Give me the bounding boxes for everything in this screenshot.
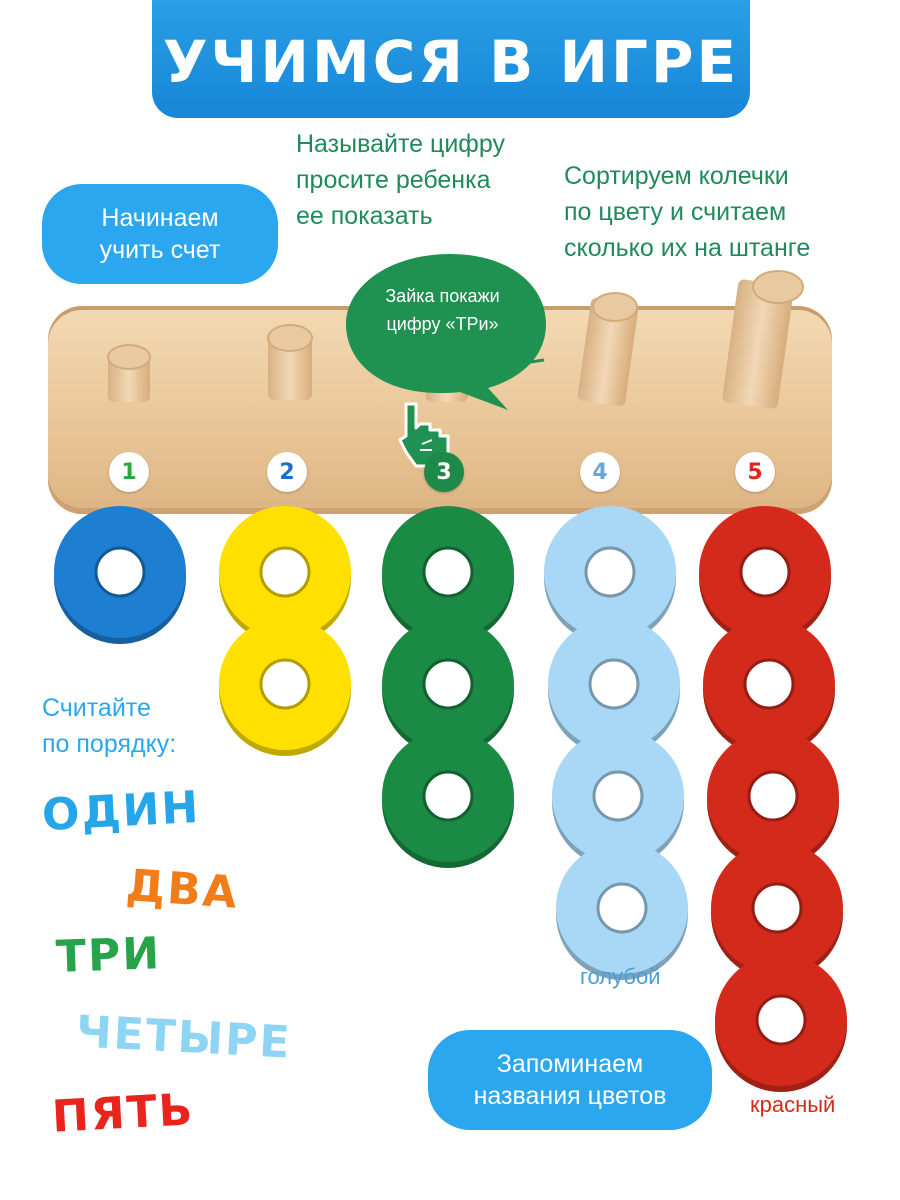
ring-col3-2: [382, 618, 514, 756]
ring-col2-2: [219, 618, 351, 756]
bubble-line2: цифру «ТРи»: [386, 314, 499, 334]
number-badge-2-label: 2: [279, 459, 295, 485]
digit-note-line3: ее показать: [296, 202, 433, 230]
number-badge-4-label: 4: [592, 459, 608, 485]
number-badge-4: 4: [580, 452, 620, 492]
number-badge-5: 5: [735, 452, 775, 492]
count-word-five: ПЯТЬ: [50, 1084, 196, 1143]
color-label-blue: голубой: [580, 964, 661, 989]
digit-note-line1: Называйте цифру: [296, 130, 505, 158]
colors-pill-line2: названия цветов: [473, 1082, 667, 1110]
ring-col1-1: [54, 506, 186, 644]
number-badge-1: 1: [109, 452, 149, 492]
ring-col2-1: [219, 506, 351, 644]
colors-pill-line1: Запоминаем: [496, 1050, 644, 1078]
count-word-one: ОДИН: [40, 781, 202, 842]
ring-col4-1: [544, 506, 676, 644]
sort-note-line2: по цвету и считаем: [564, 198, 787, 226]
remember-colors-pill: Запоминаем названия цветов: [428, 1030, 712, 1130]
number-badge-3-label: 3: [436, 459, 452, 485]
ring-col5-3: [707, 730, 839, 868]
sort-instruction: Сортируем колечки по цвету и считаем ско…: [564, 158, 810, 266]
title-banner: УЧИМСЯ В ИГРЕ: [152, 0, 750, 118]
number-badge-3: 3: [424, 452, 464, 492]
number-badge-5-label: 5: [747, 459, 763, 485]
count-intro-line2: по порядку:: [42, 730, 177, 758]
start-counting-pill: Начинаем учить счет: [42, 184, 278, 284]
ring-col5-5: [715, 954, 847, 1092]
speech-bubble: Зайка покажи цифру «ТРи»: [340, 252, 560, 412]
digit-instruction: Называйте цифру просите ребенка ее показ…: [296, 126, 505, 234]
start-pill-line2: учить счет: [99, 236, 221, 264]
digit-note-line2: просите ребенка: [296, 166, 491, 194]
speech-bubble-shape: [346, 254, 546, 410]
pointing-hand-icon: [398, 402, 450, 468]
ring-col4-4: [556, 842, 688, 980]
ring-col3-1: [382, 506, 514, 644]
bubble-line1: Зайка покажи: [385, 286, 500, 306]
count-word-two: ДВА: [124, 860, 241, 919]
number-badge-2: 2: [267, 452, 307, 492]
color-label-red: красный: [750, 1092, 836, 1117]
count-intro-line1: Считайте: [42, 694, 151, 722]
number-badge-1-label: 1: [121, 459, 137, 485]
count-word-three: ТРИ: [55, 928, 162, 983]
ring-col3-3: [382, 730, 514, 868]
page-title: УЧИМСЯ В ИГРЕ: [162, 28, 740, 96]
sort-note-line1: Сортируем колечки: [564, 162, 789, 190]
sort-note-line3: сколько их на штанге: [564, 234, 811, 262]
ring-col4-2: [548, 618, 680, 756]
count-instruction: Считайте по порядку:: [42, 690, 176, 762]
ring-col5-4: [711, 842, 843, 980]
ring-col5-1: [699, 506, 831, 644]
ring-col4-3: [552, 730, 684, 868]
ring-col5-2: [703, 618, 835, 756]
start-pill-line1: Начинаем: [101, 204, 219, 232]
